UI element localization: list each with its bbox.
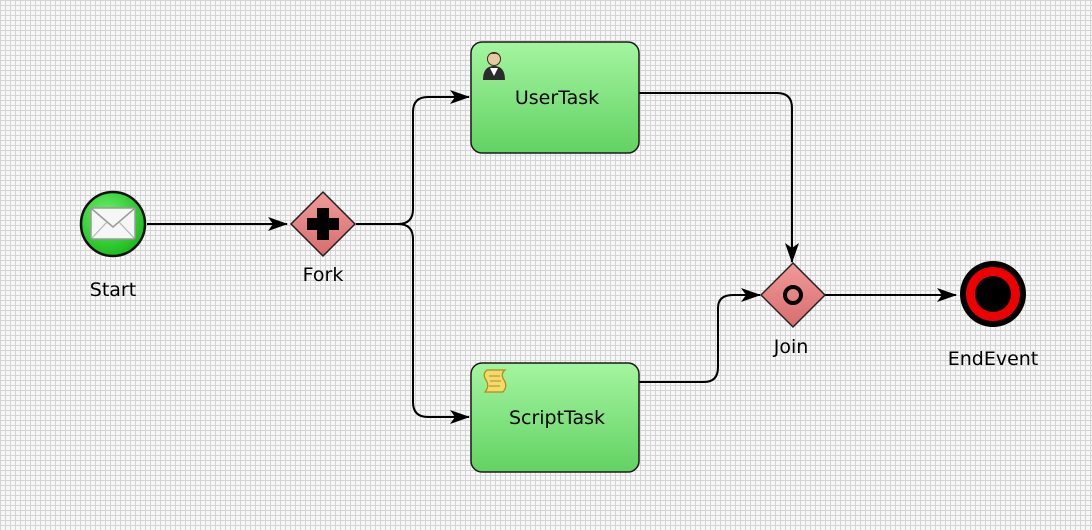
flow-scripttask-to-join[interactable] [638,288,761,383]
user-task-label: UserTask [515,87,599,109]
flow-usertask-to-join[interactable] [638,92,799,263]
plus-icon [307,208,339,240]
join-gateway[interactable]: Join [759,261,827,358]
fork-gateway[interactable]: Fork [289,190,357,286]
flow-fork-to-usertask[interactable] [356,90,470,225]
script-task-label: ScriptTask [509,407,605,429]
script-task[interactable]: ScriptTask [470,362,640,473]
start-event-label: Start [90,279,136,301]
user-task[interactable]: UserTask [470,41,640,154]
end-event-label: EndEvent [948,348,1039,370]
end-event[interactable]: EndEvent [948,261,1039,370]
user-icon [483,52,505,80]
join-gateway-label: Join [773,336,809,358]
sequence-flows [147,90,957,424]
envelope-icon [90,207,136,240]
start-event[interactable]: Start [79,190,147,301]
flow-fork-to-scripttask[interactable] [356,223,470,424]
fork-gateway-label: Fork [303,264,344,286]
circle-icon [783,285,803,305]
script-scroll-icon [483,369,507,393]
